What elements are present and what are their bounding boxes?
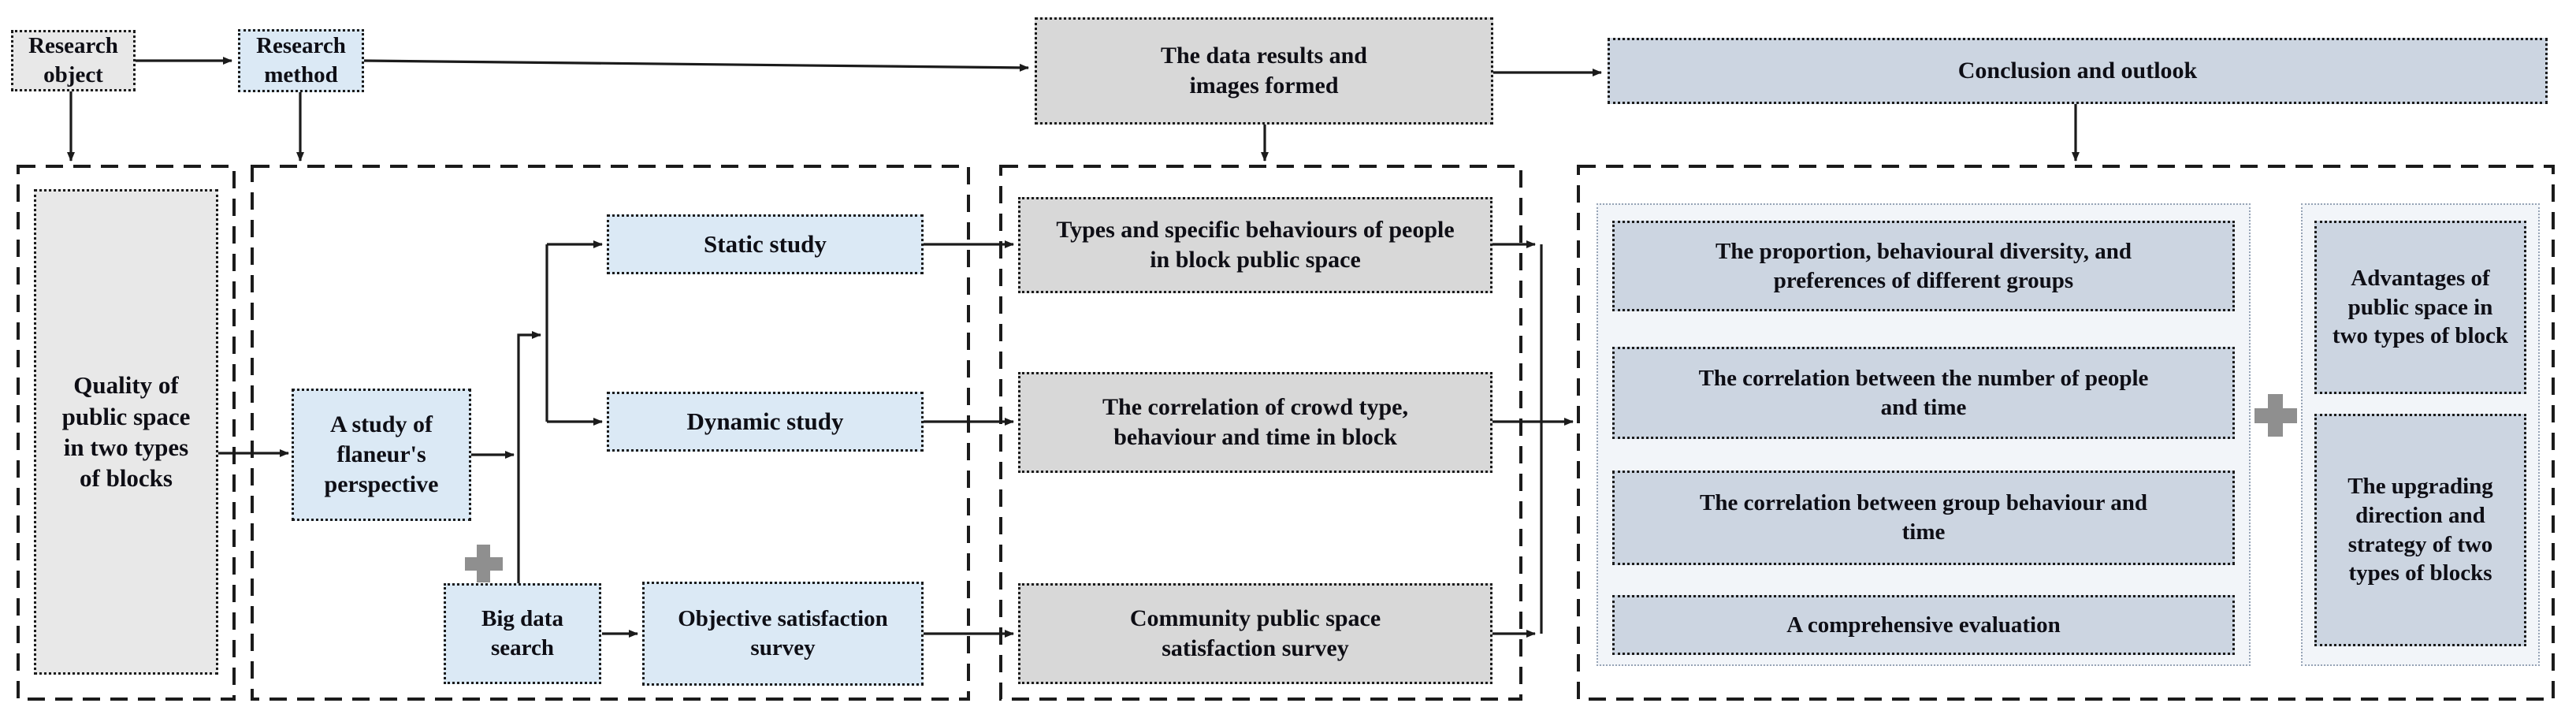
panel-conclusion — [1577, 165, 2555, 701]
conclusion-outlook-label: Conclusion and outlook — [1957, 57, 2198, 84]
community-survey-label: Community public space satisfaction surv… — [1129, 605, 1381, 661]
conclusion-outlook-box: Conclusion and outlook — [1608, 38, 2548, 104]
upgrading-strategy-box: The upgrading direction and strategy of … — [2314, 414, 2526, 646]
correlation-crowd-box: The correlation of crowd type, behaviour… — [1018, 372, 1492, 473]
data-results-label: The data results and images formed — [1160, 42, 1367, 99]
dynamic-study-box: Dynamic study — [607, 392, 924, 452]
research-method-label: Research method — [256, 33, 346, 87]
static-study-box: Static study — [607, 214, 924, 274]
correlation-crowd-label: The correlation of crowd type, behaviour… — [1102, 393, 1408, 450]
data-results-box: The data results and images formed — [1035, 17, 1493, 125]
research-method-box: Research method — [238, 29, 364, 92]
big-data-search-label: Big data search — [481, 606, 563, 660]
panel-research-method — [251, 165, 970, 701]
quality-public-space-label: Quality of public space in two types of … — [61, 371, 191, 493]
advantages-box: Advantages of public space in two types … — [2314, 221, 2526, 394]
proportion-diversity-label: The proportion, behavioural diversity, a… — [1715, 238, 2132, 293]
comprehensive-evaluation-label: A comprehensive evaluation — [1786, 612, 2061, 638]
panel-data-results — [999, 165, 1522, 701]
correlation-group-label: The correlation between group behaviour … — [1700, 490, 2147, 545]
upgrading-strategy-label: The upgrading direction and strategy of … — [2347, 473, 2493, 586]
correlation-number-label: The correlation between the number of pe… — [1698, 365, 2149, 420]
proportion-diversity-box: The proportion, behavioural diversity, a… — [1612, 221, 2235, 311]
research-object-box: Research object — [11, 30, 136, 91]
dynamic-study-label: Dynamic study — [686, 407, 844, 436]
advantages-label: Advantages of public space in two types … — [2332, 265, 2509, 349]
comprehensive-evaluation-box: A comprehensive evaluation — [1612, 595, 2235, 655]
objective-survey-label: Objective satisfaction survey — [678, 606, 888, 660]
plus-icon — [465, 545, 503, 582]
types-behaviours-box: Types and specific behaviours of people … — [1018, 197, 1492, 293]
big-data-search-box: Big data search — [444, 583, 601, 684]
correlation-number-box: The correlation between the number of pe… — [1612, 347, 2235, 439]
flaneur-perspective-label: A study of flaneur's perspective — [324, 411, 439, 498]
community-survey-box: Community public space satisfaction surv… — [1018, 583, 1492, 684]
types-behaviours-label: Types and specific behaviours of people … — [1056, 216, 1455, 273]
objective-survey-box: Objective satisfaction survey — [642, 582, 924, 686]
correlation-group-box: The correlation between group behaviour … — [1612, 471, 2235, 565]
quality-public-space-box: Quality of public space in two types of … — [34, 189, 218, 675]
flaneur-perspective-box: A study of flaneur's perspective — [292, 389, 471, 521]
research-object-label: Research object — [28, 33, 118, 87]
static-study-label: Static study — [704, 230, 827, 259]
plus-icon — [2254, 394, 2297, 437]
panel-research-object — [17, 165, 236, 701]
